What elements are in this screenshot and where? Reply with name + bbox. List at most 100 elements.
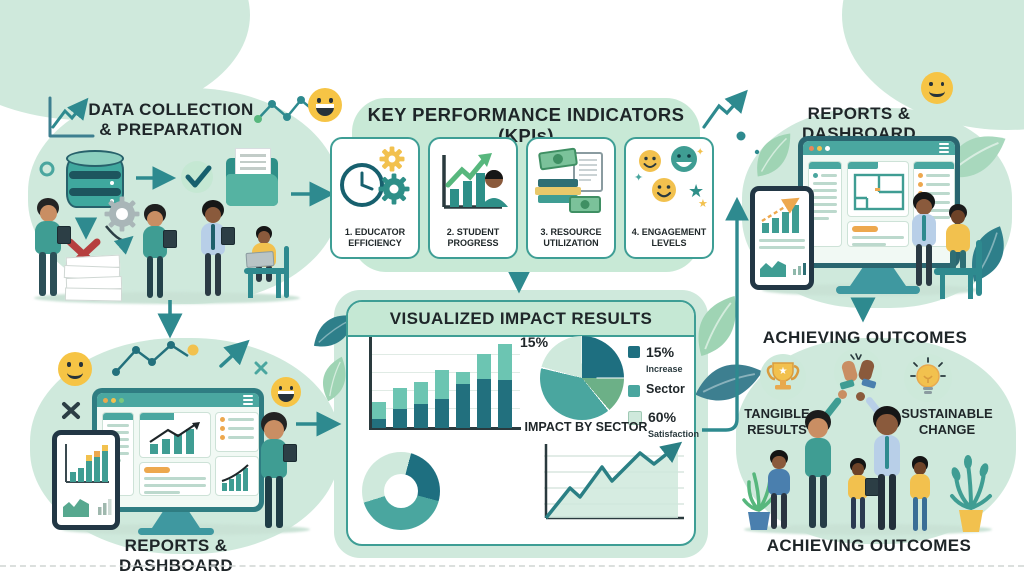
bar: [456, 371, 470, 428]
leaf-icon: [757, 133, 791, 177]
bar-chart-icon: [761, 197, 800, 233]
person-girl: [762, 450, 796, 532]
x-mark-icon: [62, 402, 80, 419]
paper-stack: [63, 254, 123, 302]
svg-text:★: ★: [698, 198, 708, 210]
chair: [284, 246, 289, 298]
bar: [414, 382, 428, 428]
x-mark-icon: [254, 361, 268, 375]
leaf-icon: [323, 356, 346, 402]
bar-chart-icon: [65, 444, 109, 483]
person-woman-tablet: [136, 204, 178, 302]
pie-callout: 15%: [520, 334, 549, 350]
line-chart: [544, 441, 684, 520]
bar: [393, 388, 407, 428]
chair: [934, 268, 982, 275]
svg-text:✦: ✦: [696, 147, 704, 158]
checkmark-icon: [181, 161, 213, 193]
shadow: [744, 524, 992, 535]
area-chart-icon: [760, 261, 786, 277]
trend-arrow-icon: [702, 89, 748, 129]
panel-header: VISUALIZED IMPACT RESULTS: [348, 302, 694, 337]
laptop-icon: [245, 251, 275, 268]
monitor-base: [138, 528, 214, 535]
person-woman-presenter: [254, 412, 297, 532]
window-titlebar: [803, 141, 955, 155]
up-arrow-icon: [219, 339, 250, 368]
monitor-stand: [152, 512, 200, 528]
dot-line-icon: [254, 96, 327, 123]
pie-caption: IMPACT BY SECTOR: [524, 420, 648, 434]
svg-text:★: ★: [688, 181, 704, 201]
leaf-icon: [695, 364, 763, 401]
trend-chart-icon: [48, 96, 95, 138]
svg-text:★: ★: [779, 366, 788, 377]
growth-chart-student-icon: [442, 153, 508, 209]
tablet-device: [750, 186, 814, 290]
smiley-icon: [271, 377, 301, 407]
chair: [940, 275, 945, 299]
legend-item: Sector: [628, 382, 704, 397]
stacked-bar-chart: [372, 340, 518, 428]
chair: [276, 274, 281, 298]
window-titlebar: [97, 393, 259, 407]
monitor-base: [836, 286, 920, 294]
high-five-icon: [834, 348, 882, 396]
menu-icon: [243, 395, 253, 405]
area-chart-icon: [63, 499, 89, 517]
dashboard-monitor: [92, 388, 264, 512]
bar: [372, 401, 386, 428]
legend-item: 15%Increase: [628, 344, 704, 374]
leaf-icon: [698, 295, 736, 357]
tablet-device: [52, 430, 120, 530]
smiley-icon: [308, 88, 342, 122]
database-icon: [66, 150, 124, 214]
ring-icon: [39, 161, 55, 177]
hand: [856, 392, 865, 401]
legend-item: 60%Satisfaction: [628, 409, 704, 439]
section-title-outcomes: ACHIEVING OUTCOMES: [762, 328, 968, 347]
person-man-tablet: [28, 198, 71, 300]
pie-chart: [540, 336, 624, 420]
svg-text:✦: ✦: [634, 172, 643, 184]
donut-chart: [362, 452, 440, 530]
menu-icon: [939, 143, 949, 153]
person-boy: [904, 456, 936, 534]
person-man-tie: [194, 200, 236, 300]
page-edge-line: [0, 565, 1024, 567]
person-mother: [798, 410, 838, 532]
section-title-outcomes-bottom: ACHIEVING OUTCOMES: [766, 536, 972, 555]
hand: [838, 390, 847, 399]
plant-icon: [950, 455, 992, 532]
chair: [248, 274, 253, 298]
chair: [244, 268, 288, 274]
lightbulb-icon: [904, 354, 952, 402]
person-woman-seated: [940, 204, 976, 290]
trophy-icon: ★: [760, 354, 806, 400]
person-father: [866, 406, 908, 534]
monitor-stand: [850, 268, 906, 286]
bar: [498, 344, 512, 428]
gear-icon: [104, 196, 140, 232]
clock-gears-icon: [340, 146, 410, 207]
chair: [976, 240, 982, 296]
section-title-reports-bottom: REPORTS & DASHBOARD: [118, 536, 234, 572]
smiley-icon: [58, 352, 92, 386]
chair: [968, 275, 973, 299]
person-man-seated: [906, 192, 942, 290]
bar: [477, 354, 491, 428]
plant-icon: [742, 472, 776, 530]
pie-legend: 15%Increase Sector 60%Satisfaction: [628, 344, 704, 448]
folder-document-icon: [226, 148, 278, 210]
smiley-icon: [921, 72, 953, 104]
smileys-star-icon: ★ ★ ✦ ✦: [634, 146, 708, 210]
section-title-data-collection: DATA COLLECTION & PREPARATION: [88, 100, 254, 139]
money-books-icon: [535, 147, 603, 213]
